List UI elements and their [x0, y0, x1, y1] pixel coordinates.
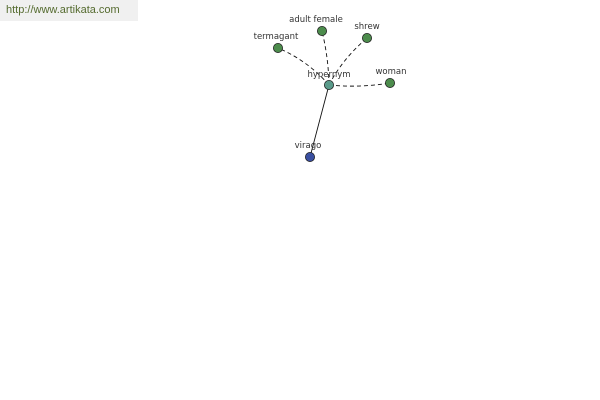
label-virago[interactable]: virago — [295, 141, 322, 151]
label-termagant[interactable]: termagant — [254, 32, 299, 42]
label-shrew[interactable]: shrew — [354, 22, 379, 32]
node-virago[interactable] — [304, 151, 315, 162]
site-url-watermark[interactable]: http://www.artikata.com — [0, 0, 138, 21]
label-adult-female[interactable]: adult female — [289, 15, 343, 25]
edge-hypernym-shrew — [328, 37, 368, 86]
node-woman[interactable] — [384, 78, 395, 89]
node-termagant[interactable] — [272, 43, 283, 54]
edge-hypernym-virago — [309, 84, 330, 158]
graph-edges — [277, 30, 391, 158]
label-hypernym[interactable]: hypernym — [307, 70, 350, 80]
node-adult-female[interactable] — [316, 25, 327, 36]
edge-hypernym-woman — [328, 82, 391, 87]
node-hypernym[interactable] — [323, 80, 334, 91]
graph-nodes — [272, 25, 395, 162]
edge-hypernym-termagant — [277, 47, 330, 86]
label-woman[interactable]: woman — [375, 67, 406, 77]
node-shrew[interactable] — [361, 33, 372, 44]
graph-labels: adult female shrew termagant woman virago hyp… — [254, 15, 407, 151]
